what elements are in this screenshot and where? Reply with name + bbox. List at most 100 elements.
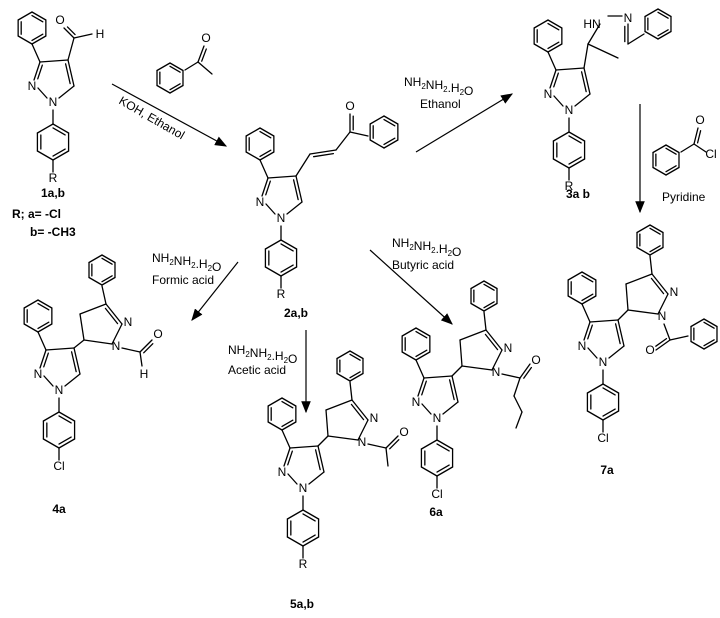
cpd6-phenyl-bond <box>401 351 417 361</box>
cpd6-aryl-inner <box>436 464 450 473</box>
cpd6 <box>417 377 425 397</box>
cpd5 <box>287 450 293 466</box>
cpd2-aryl-inner <box>280 243 294 252</box>
cpd3-phenyl-bond <box>547 19 563 29</box>
benzoyl-ring-bond <box>665 144 680 154</box>
cpd6-Cl: Cl <box>431 487 442 501</box>
label-4a: 4a <box>52 502 66 516</box>
cpd6-aryl-bond <box>420 439 438 450</box>
cpd6-Nb: N <box>492 365 501 379</box>
arrow-step1 <box>111 83 228 147</box>
cpd5-link <box>317 435 329 447</box>
cpd7-N2: N <box>578 339 587 353</box>
cpd6-ph-bond <box>470 280 485 290</box>
cpd3-phenyl-bond <box>533 19 549 29</box>
cpd1-aryl-bond <box>52 123 70 134</box>
cpd5-pz <box>357 419 369 441</box>
cpd5-ph-inner <box>349 371 361 379</box>
cpd3-pz <box>587 43 619 59</box>
cpd4-phenyl-inner <box>37 302 50 311</box>
cpd1-aryl-bond <box>52 150 70 161</box>
cpd5-aryl-bond <box>286 509 304 520</box>
cpd5-pz <box>325 409 329 437</box>
cpd1-phenyl-bond <box>31 35 47 45</box>
cpd4-aryl-bond <box>58 411 76 422</box>
cpd6-aryl-bond <box>436 466 454 477</box>
cpd2 <box>265 180 271 196</box>
cpd2-ph2-bond <box>383 139 399 149</box>
cond-ethanol: Ethanol <box>420 97 461 111</box>
cpd6 <box>442 401 459 415</box>
label-7a: 7a <box>600 463 614 477</box>
cpd4-N2: N <box>34 367 43 381</box>
cpd4-cho <box>121 347 141 353</box>
acetophenone-me <box>197 61 213 75</box>
cond-hyd-5: NH2NH2.H2O <box>228 343 297 366</box>
cpd7-ph-inner <box>649 245 661 253</box>
cpd2-phenyl-bond <box>259 151 275 161</box>
cpd6-aryl-bond <box>436 439 454 450</box>
cpd4-co <box>143 343 154 354</box>
cpd5 <box>283 447 291 467</box>
cpd4 <box>64 373 81 387</box>
cpd4-aryl-bond <box>58 438 76 449</box>
cpd7-phenyl-inner <box>581 274 594 283</box>
cpd2-ph2-bond <box>369 139 385 149</box>
cpd7-phenyl-bond <box>567 271 583 281</box>
cond-pyridine: Pyridine <box>662 190 706 204</box>
cpd5-Na: N <box>370 411 379 425</box>
cpd7 <box>614 323 621 345</box>
benzoyl-co <box>680 143 695 153</box>
cpd5-ac <box>367 443 387 449</box>
cpd2-ph2-bond <box>383 115 399 125</box>
cpd7 <box>608 345 625 359</box>
cpd1-aryl-inner <box>52 127 66 136</box>
cpd2-co-link <box>335 131 351 151</box>
cpd4-ph-inner <box>101 275 113 283</box>
cpd2-ph-link <box>259 159 269 179</box>
acetophenone-ring-bond <box>169 62 184 72</box>
subst-line1: R; a= -Cl <box>12 207 61 221</box>
cpd3 <box>549 69 557 89</box>
cpd7-link <box>617 309 629 321</box>
cpd4-N1: N <box>55 383 64 397</box>
cpd5-ph-inner <box>349 353 361 361</box>
cpd6-co <box>523 366 533 379</box>
cpd1-H: H <box>96 27 105 41</box>
cpd3-ph-link <box>627 33 645 45</box>
cpd4-Nb: N <box>112 339 121 353</box>
cpd4-pz <box>79 303 107 315</box>
subst-line2: b= -CH3 <box>30 225 76 239</box>
cpd5-phenyl-bond <box>281 421 297 431</box>
cpd4-phenyl-bond <box>37 323 53 333</box>
cpd5-phenyl-bond <box>281 397 297 407</box>
cpd4-link <box>73 339 85 349</box>
cpd2-R: R <box>277 287 286 301</box>
cpd5-ph-bond <box>336 372 351 382</box>
cpd4-pz <box>104 307 119 325</box>
cpd4-H: H <box>140 367 149 381</box>
cpd3-ph-inner <box>657 29 669 37</box>
benzoyl-O: O <box>695 113 704 127</box>
cpd2-aryl-bond <box>264 239 282 250</box>
cpd6-pz <box>491 349 503 371</box>
cpd7 <box>587 347 598 359</box>
cpd2-ph2-inner <box>383 137 396 146</box>
acetophenone-ring-bond <box>156 62 171 72</box>
label-2ab: 2a,b <box>284 306 308 320</box>
cpd3-ph-inner <box>657 11 669 19</box>
cpd1-ch <box>73 33 93 39</box>
cpd4-Na: N <box>124 315 133 329</box>
cpd6 <box>421 380 427 396</box>
cpd5-ph-link <box>349 381 353 401</box>
cpd7-ph2-bond <box>703 340 718 350</box>
acetophenone-O: O <box>201 31 210 45</box>
cpd5-phenyl-inner <box>281 400 294 409</box>
cpd4-ph-bond <box>88 254 103 264</box>
cpd3-ph-link <box>547 51 557 71</box>
cpd5-co <box>385 435 399 449</box>
cpd3-N2: N <box>544 87 553 101</box>
cpd5-aryl-inner <box>302 513 316 522</box>
label-1ab: 1a,b <box>41 186 65 200</box>
cpd5-co <box>389 439 400 450</box>
